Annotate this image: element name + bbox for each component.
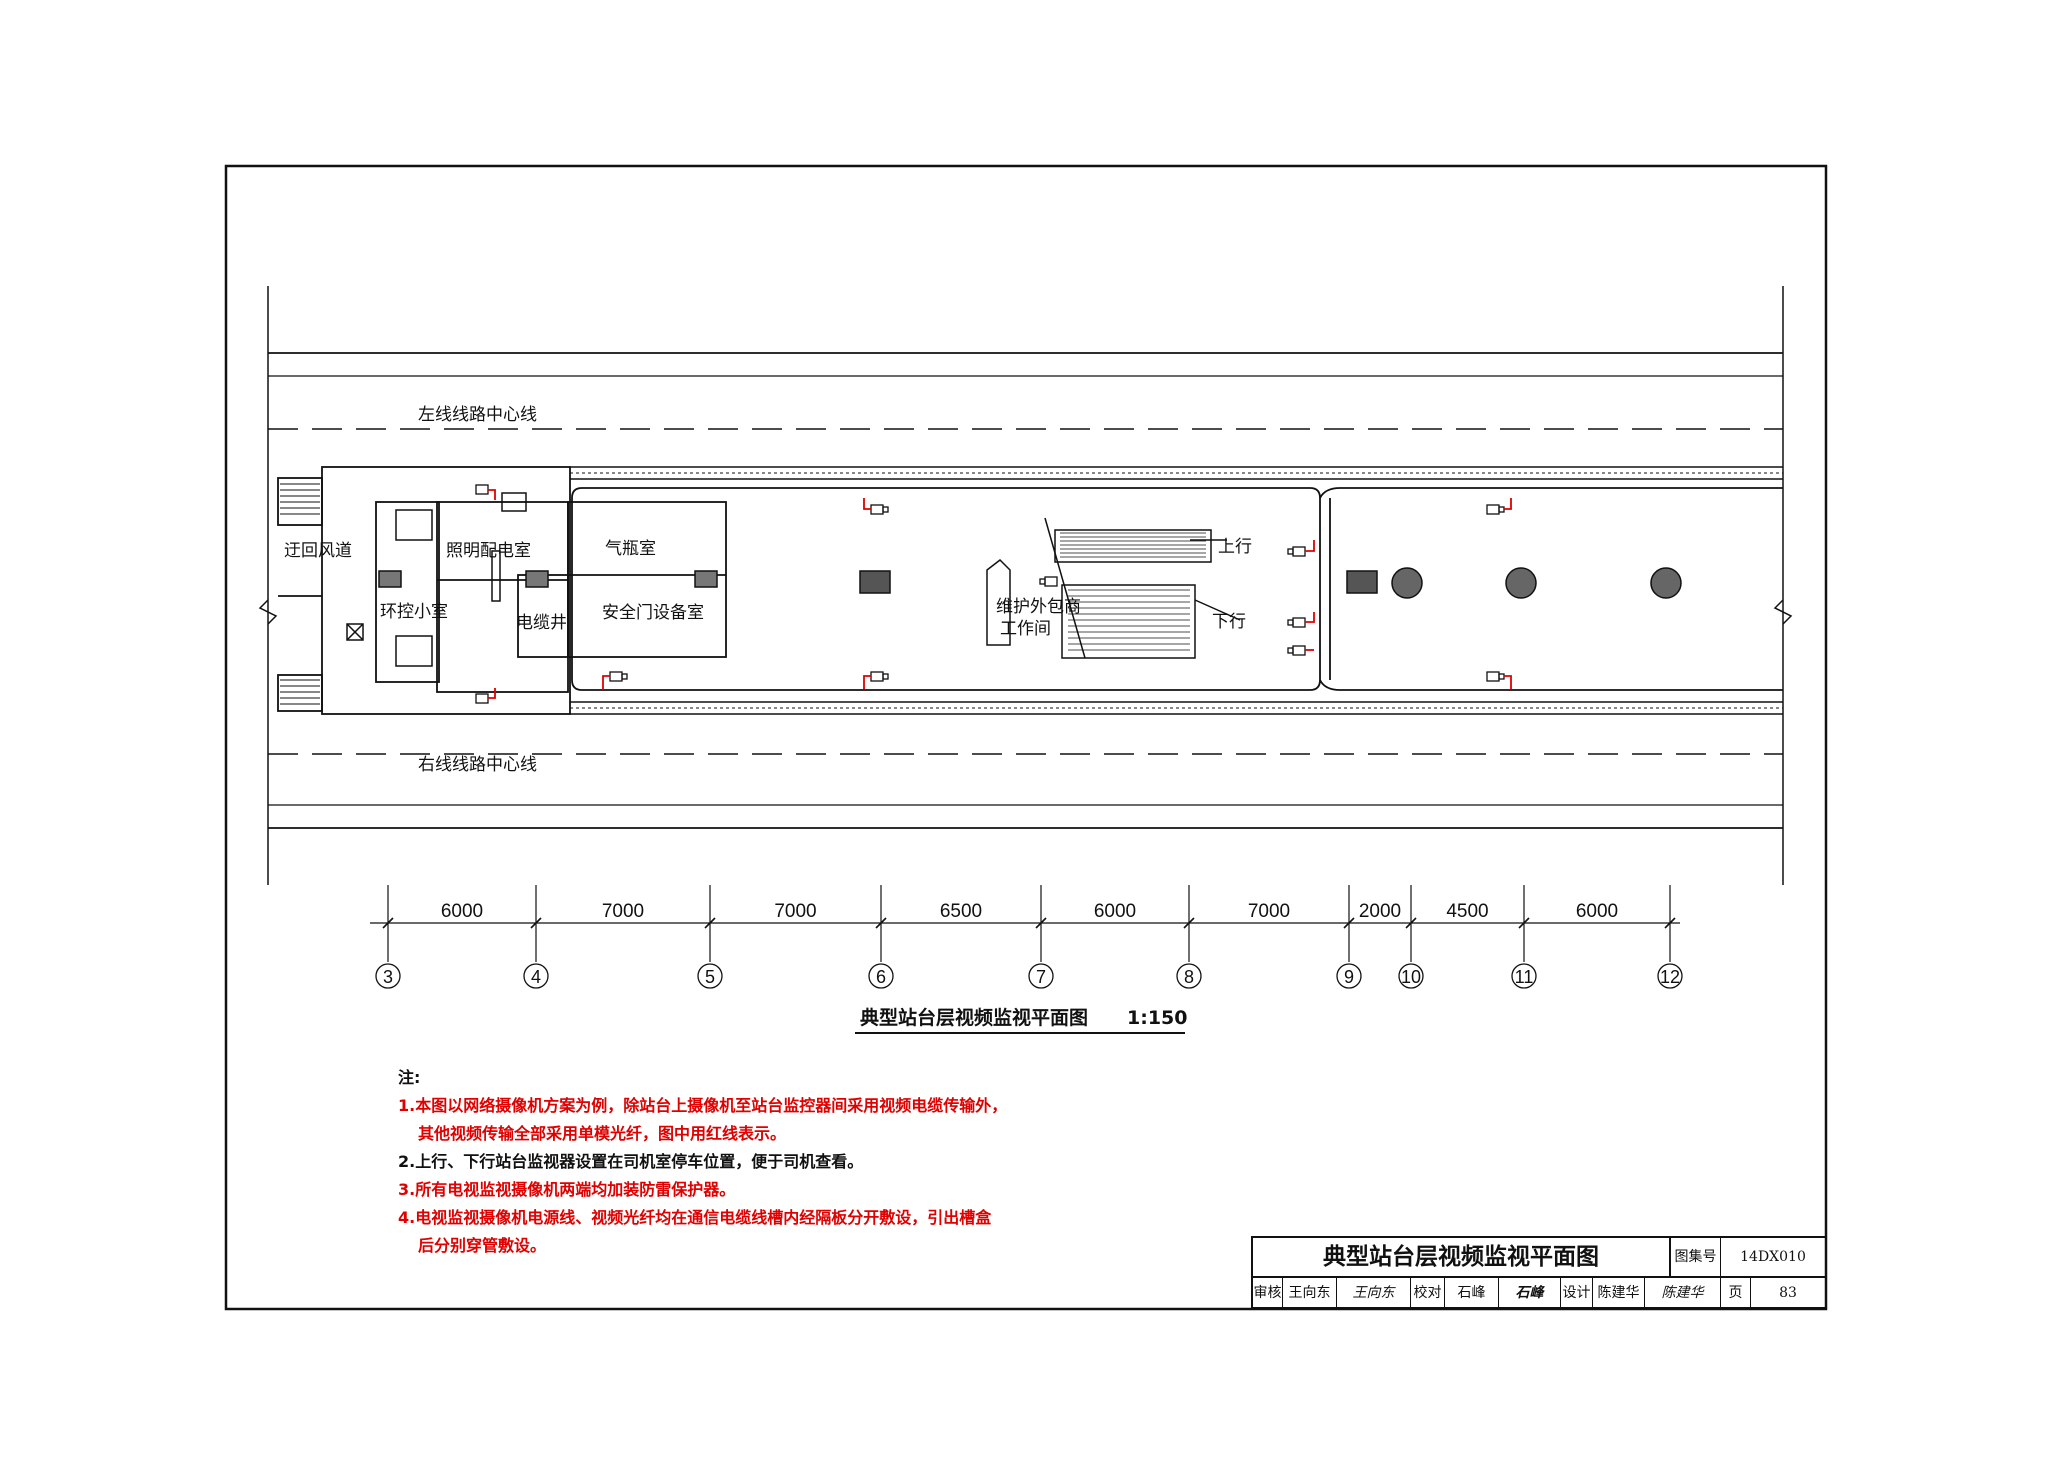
title-block-signatures: 审核 王向东 王向东 校对 石峰 石峰 设计 陈建华 陈建华 页 83	[1253, 1278, 1825, 1309]
drawing-frame	[224, 164, 1828, 1311]
platform-edges	[258, 466, 1793, 715]
axis-bubble	[1657, 963, 1683, 989]
axis-bubble	[375, 963, 401, 989]
axis-bubble	[1336, 963, 1362, 989]
room-maint-1: 维护外包商	[996, 597, 1081, 617]
note-4-line-1: 4.电视监视摄像机电源线、视频光纤均在通信电缆线槽内经隔板分开敷设，引出槽盒	[398, 1208, 992, 1227]
notes-heading: 注:	[398, 1068, 421, 1087]
axis-label: 10	[1401, 967, 1421, 987]
dimension-value: 4500	[1446, 901, 1488, 922]
escalator-treads	[1060, 532, 1206, 651]
atlas-number: 14DX010	[1721, 1238, 1825, 1278]
axis-bubble	[868, 963, 894, 989]
check-name: 石峰	[1445, 1278, 1499, 1309]
notes: 注: 1.本图以网络摄像机方案为例，除站台上摄像机至站台监控器间采用视频电缆传输…	[398, 1064, 1118, 1260]
left-line-label: 左线线路中心线	[418, 405, 537, 425]
dimension-value: 7000	[774, 901, 816, 922]
review-label: 审核	[1253, 1278, 1283, 1309]
dimension-tick	[530, 917, 542, 929]
dimension-value: 2000	[1359, 901, 1401, 922]
review-name: 王向东	[1283, 1278, 1337, 1309]
title-block-title: 典型站台层视频监视平面图	[1253, 1238, 1671, 1278]
escalators	[986, 517, 1241, 659]
escalator-down-label: 下行	[1212, 612, 1246, 632]
dimension-value: 6500	[940, 901, 982, 922]
room-maint-2: 工作间	[1000, 619, 1051, 639]
axis-label: 3	[383, 967, 393, 987]
axis-label: 8	[1184, 967, 1194, 987]
vent-stairs	[280, 483, 320, 705]
title-block: 典型站台层视频监视平面图 图集号 14DX010 审核 王向东 王向东 校对 石…	[1251, 1236, 1827, 1309]
axis-label: 11	[1515, 967, 1534, 987]
equipment-rooms	[277, 466, 727, 715]
design-signature: 陈建华	[1645, 1278, 1721, 1309]
atlas-label: 图集号	[1671, 1238, 1721, 1278]
room-ecs: 环控小室	[380, 602, 448, 622]
room-detour-duct: 迂回风道	[284, 541, 352, 561]
axis-label: 7	[1036, 967, 1046, 987]
dimension-tick	[1183, 917, 1195, 929]
dimension-value: 7000	[1248, 901, 1290, 922]
dimension-value: 6000	[1576, 901, 1618, 922]
dimension-value: 6000	[1094, 901, 1136, 922]
cameras	[475, 484, 1512, 704]
room-lighting: 照明配电室	[446, 541, 531, 561]
axis-label: 4	[531, 967, 541, 987]
dimension-value: 7000	[602, 901, 644, 922]
dimension-tick	[875, 917, 887, 929]
fiber-lines	[488, 489, 1512, 699]
page-number: 83	[1779, 1285, 1797, 1301]
axis-label: 9	[1344, 967, 1354, 987]
axis-bubble	[1028, 963, 1054, 989]
dimension-ticks	[382, 885, 1676, 962]
design-label: 设计	[1561, 1278, 1593, 1309]
equipment-symbols	[346, 492, 1682, 667]
dimension-tick	[1035, 917, 1047, 929]
note-4-line-2: 后分别穿管敷设。	[418, 1236, 547, 1255]
dimension-values: 6000 7000 7000 6500 6000 7000 2000 4500 6000	[441, 901, 1618, 922]
drawing-title: 典型站台层视频监视平面图	[860, 1006, 1088, 1029]
drawing-scale: 1:150	[1127, 1007, 1187, 1029]
room-gas: 气瓶室	[605, 539, 656, 559]
axis-bubble	[1511, 963, 1537, 989]
track-lines	[267, 286, 1784, 885]
dimension-value: 6000	[441, 901, 483, 922]
note-3: 3.所有电视监视摄像机两端均加装防雷保护器。	[398, 1180, 736, 1199]
dimension-tick	[382, 917, 394, 929]
axis-bubble	[523, 963, 549, 989]
axis-bubble	[697, 963, 723, 989]
note-1-line-1: 1.本图以网络摄像机方案为例，除站台上摄像机至站台监控器间采用视频电缆传输外，	[398, 1096, 1008, 1115]
escalator-up-label: 上行	[1218, 537, 1252, 557]
axis-label: 6	[876, 967, 886, 987]
axis-label: 5	[705, 967, 715, 987]
right-line-label: 右线线路中心线	[418, 755, 537, 775]
axis-bubble	[1176, 963, 1202, 989]
axis-label: 12	[1660, 967, 1680, 987]
axis-bubble	[1398, 963, 1424, 989]
dimension-tick	[1664, 917, 1676, 929]
dimension-tick	[1343, 917, 1355, 929]
dimension-tick	[704, 917, 716, 929]
dimension-tick	[1405, 917, 1417, 929]
room-cable-shaft: 电缆井	[516, 613, 567, 633]
page-label: 页	[1721, 1278, 1751, 1309]
camera-icon	[475, 484, 1505, 704]
review-signature: 王向东	[1337, 1278, 1411, 1309]
design-name: 陈建华	[1593, 1278, 1645, 1309]
dimension-tick	[1518, 917, 1530, 929]
note-1-line-2: 其他视频传输全部采用单模光纤，图中用红线表示。	[418, 1124, 787, 1143]
room-psd: 安全门设备室	[602, 603, 704, 623]
check-signature: 石峰	[1499, 1278, 1561, 1309]
axis-bubbles: 3 4 5 6 7 8 9 10 11 12	[375, 963, 1683, 989]
check-label: 校对	[1411, 1278, 1445, 1309]
note-2: 2.上行、下行站台监视器设置在司机室停车位置，便于司机查看。	[398, 1152, 864, 1171]
